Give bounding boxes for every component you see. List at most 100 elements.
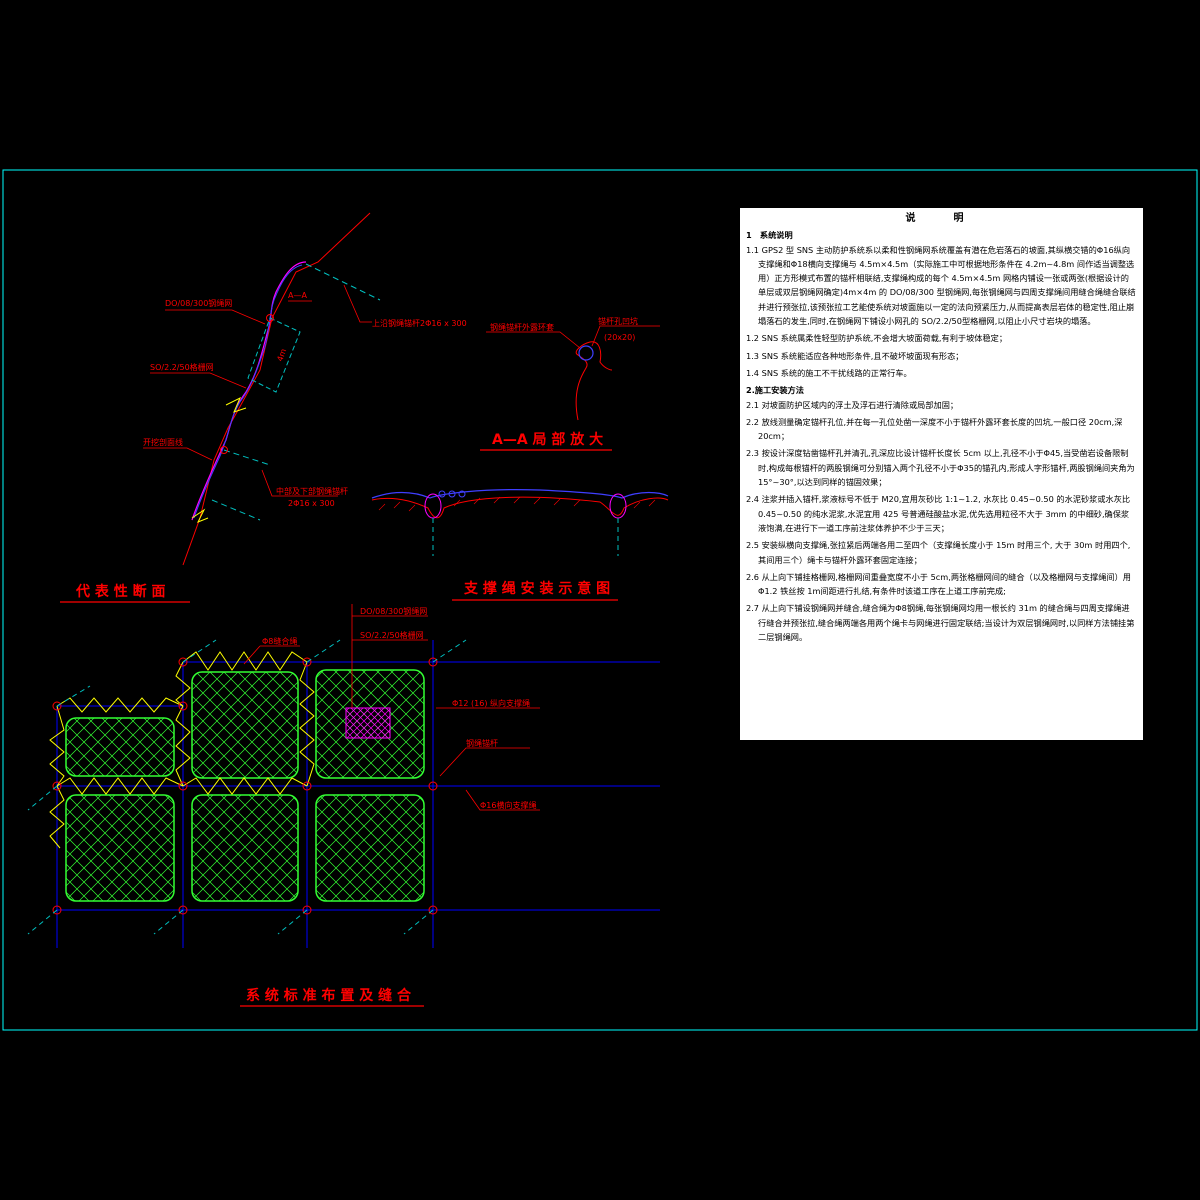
anchor-node bbox=[302, 905, 312, 915]
notes-item: 2.4 注浆并插入锚杆,浆液标号不低于 M20,宜用灰砂比 1:1~1.2, 水… bbox=[746, 494, 1131, 533]
mesh-panel bbox=[315, 794, 425, 902]
system-layout: DO/08/300钢绳网 SO/2.2/50格栅网 Φ8缝合绳 Φ12 (16)… bbox=[27, 604, 660, 1007]
ground-surface bbox=[371, 496, 669, 519]
label-aa-anchor-ring: 钢绳锚杆外露环套 bbox=[490, 322, 554, 332]
anchor-node bbox=[52, 701, 62, 711]
stitch-rope bbox=[49, 785, 65, 849]
label-aa-mark: A—A bbox=[288, 291, 307, 300]
anchor-dash bbox=[56, 685, 91, 707]
anchor-pit bbox=[424, 493, 442, 519]
anchor-dash bbox=[277, 909, 308, 935]
notes-item: 1.4 SNS 系统的施工不干扰线路的正常行车。 bbox=[746, 367, 912, 378]
label-mid-anchor-2: 2Φ16 x 300 bbox=[288, 499, 335, 508]
notes-item: 2.2 放线测量确定锚杆孔位,并在每一孔位处凿一深度不小于锚杆外露环套长度的凹坑… bbox=[746, 416, 1123, 442]
anchor-dash bbox=[27, 785, 58, 811]
leader-line bbox=[343, 284, 372, 323]
notes-panel: 说 明 1 系统说明 1.1 GPS2 型 SNS 主动防护系统系以柔和性钢绳网… bbox=[740, 208, 1143, 740]
anchor-node bbox=[178, 701, 188, 711]
notes-item: 1.3 SNS 系统能适应各种地形条件,且不破坏坡面现有形态； bbox=[746, 350, 964, 361]
anchor-node bbox=[428, 781, 438, 791]
stitch-rope bbox=[175, 661, 191, 707]
anchor-node bbox=[428, 905, 438, 915]
title-representative-section: 代 表 性 断 面 bbox=[75, 583, 166, 600]
leader-line bbox=[143, 447, 213, 461]
notes-section-1: 1 系统说明 bbox=[746, 230, 793, 241]
leader-line bbox=[261, 469, 338, 497]
stitch-rope bbox=[49, 705, 65, 787]
label-aa-anchor-hole-1: 锚杆孔凹坑 bbox=[598, 316, 638, 326]
title-support-rope: 支 撑 绳 安 装 示 意 图 bbox=[463, 580, 610, 597]
label-mesh-so: SO/2.2/50格栅网 bbox=[150, 362, 214, 372]
drawing-frame bbox=[2, 169, 1198, 1031]
anchor-dash bbox=[182, 639, 217, 663]
upper-anchor-dash bbox=[305, 263, 381, 301]
stitch-rope bbox=[182, 777, 308, 795]
leader-line bbox=[439, 747, 530, 777]
title-aa-detail: A—A 局 部 放 大 bbox=[492, 431, 603, 448]
mid-anchor-dash bbox=[223, 449, 271, 466]
leader-line bbox=[486, 331, 581, 349]
anchor-pit bbox=[609, 493, 627, 519]
hatch-ground bbox=[378, 496, 656, 512]
notes-item: 2.3 按设计深度钻凿锚杆孔并清孔,孔深应比设计锚杆长度长 5cm 以上,孔径不… bbox=[746, 448, 1135, 488]
notes-item: 1.1 GPS2 型 SNS 主动防护系统系以柔和性钢绳网系统覆盖有潜在危岩落石… bbox=[746, 244, 1136, 327]
anchor-dash bbox=[153, 909, 184, 935]
jagged-break-2 bbox=[191, 508, 209, 523]
mid-anchor-dash-2 bbox=[211, 499, 261, 521]
stitch-rope bbox=[182, 651, 308, 671]
stitch-rope bbox=[175, 705, 191, 787]
leader-line bbox=[150, 372, 247, 389]
label-aa-anchor-hole-2: (20x20) bbox=[604, 333, 635, 342]
stitch-rope bbox=[299, 661, 315, 787]
support-rope bbox=[371, 489, 669, 499]
jagged-break-1 bbox=[225, 396, 247, 413]
notes-section-2: 2.施工安装方法 bbox=[746, 385, 804, 396]
rope-clip bbox=[458, 490, 466, 498]
notes-item: 2.5 安装纵横向支撑绳,张拉紧后两端各用二至四个（支撑绳长度小于 15m 时用… bbox=[746, 540, 1131, 565]
label-mesh-do: DO/08/300钢绳网 bbox=[165, 298, 232, 308]
anchor-node bbox=[428, 657, 438, 667]
slope-profile-line bbox=[182, 212, 371, 566]
notes-item: 2.1 对坡面防护区域内的浮土及浮石进行清除或局部加固； bbox=[746, 399, 959, 410]
mesh-panel bbox=[191, 794, 299, 902]
label-upper-anchor: 上沿钢绳锚杆2Φ16 x 300 bbox=[372, 318, 467, 328]
anchor-node bbox=[52, 781, 62, 791]
blue-profile-curve bbox=[193, 264, 303, 519]
anchor-point bbox=[220, 446, 228, 454]
notes-item: 2.7 从上向下铺设钢绳网并缝合,缝合绳为Φ8钢绳,每张钢绳网均用一根长约 31… bbox=[746, 603, 1135, 643]
leader-line bbox=[465, 789, 540, 811]
dimension-mark: 4m bbox=[275, 347, 288, 362]
label-trans-rope: Φ16横向支撑绳 bbox=[480, 800, 536, 810]
aa-ground-line bbox=[575, 341, 613, 421]
stitch-rope bbox=[56, 777, 184, 795]
anchor-dash bbox=[27, 909, 58, 935]
notes-item: 2.6 从上向下铺挂格栅网,格栅网间重叠宽度不小于 5cm,两张格栅网间的缝合（… bbox=[746, 571, 1131, 597]
leader-line bbox=[591, 325, 660, 347]
label-stitch-rope: Φ8缝合绳 bbox=[262, 636, 297, 646]
anchor-node bbox=[302, 781, 312, 791]
label-grid-do: DO/08/300钢绳网 bbox=[360, 606, 427, 616]
anchor-point bbox=[266, 314, 274, 322]
label-cut-line: 开挖剖面线 bbox=[143, 437, 183, 447]
notes-item: 1.2 SNS 系统属柔性轻型防护系统,不会增大坡面荷载,有利于坡体稳定； bbox=[746, 333, 1008, 344]
anchor-node bbox=[178, 905, 188, 915]
label-mid-anchor-1: 中部及下部钢绳锚杆 bbox=[276, 486, 348, 496]
label-steel-anchor: 钢绳锚杆 bbox=[466, 738, 498, 748]
rope-clip bbox=[438, 490, 446, 498]
rope-clip bbox=[448, 490, 456, 498]
label-long-rope: Φ12 (16) 纵向支撑绳 bbox=[452, 698, 530, 708]
mesh-panel bbox=[65, 794, 175, 902]
label-grid-so: SO/2.2/50格栅网 bbox=[360, 630, 424, 640]
support-rope-diagram: 支 撑 绳 安 装 示 意 图 bbox=[371, 489, 669, 601]
anchor-dash bbox=[403, 909, 434, 935]
anchor-node bbox=[302, 657, 312, 667]
title-system-layout: 系 统 标 准 布 置 及 缝 合 bbox=[246, 987, 412, 1004]
mesh-panel bbox=[65, 717, 175, 777]
anchor-node bbox=[178, 657, 188, 667]
anchor-dash bbox=[432, 639, 467, 663]
mesh-panel bbox=[191, 671, 299, 779]
notes-title: 说 明 bbox=[905, 213, 978, 224]
stitch-rope bbox=[56, 697, 184, 713]
grid-mesh-sample bbox=[345, 707, 391, 739]
